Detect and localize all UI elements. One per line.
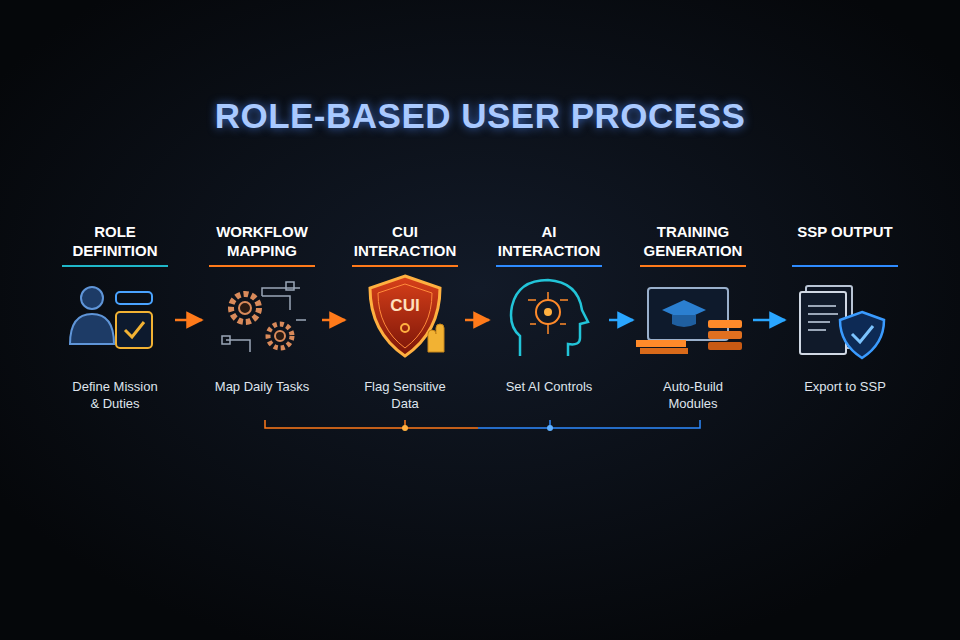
diagram-title: ROLE-BASED USER PROCESS — [215, 96, 746, 135]
step-description: Flag Sensitive Data — [350, 378, 460, 412]
ssp-document-icon — [800, 286, 884, 358]
shield-label: CUI — [390, 296, 419, 316]
process-step: CUI INTERACTION Flag Sensitive Data — [347, 222, 463, 412]
process-step: SSP OUTPUT Export to SSP — [787, 222, 903, 395]
flow-arrow — [465, 319, 489, 322]
step-description: Map Daily Tasks — [207, 378, 317, 395]
flow-arrow — [175, 319, 202, 322]
step-description: Define Mission & Duties — [60, 378, 170, 412]
step-heading: ROLE DEFINITION — [60, 222, 170, 262]
process-step: AI INTERACTION Set AI Controls — [491, 222, 607, 395]
step-heading: WORKFLOW MAPPING — [207, 222, 317, 262]
workflow-icon — [222, 282, 306, 352]
bracket-line — [265, 420, 700, 431]
glow-line — [140, 89, 820, 91]
title-underline — [150, 149, 810, 152]
role-icon — [70, 287, 152, 348]
flow-arrow — [753, 319, 785, 322]
step-heading: TRAINING GENERATION — [638, 222, 748, 262]
flow-arrow — [322, 319, 345, 322]
step-description: Set AI Controls — [494, 378, 604, 395]
step-description: Export to SSP — [790, 378, 900, 395]
ai-head-icon — [511, 280, 588, 356]
heading-underlines — [62, 266, 898, 267]
process-step: ROLE DEFINITION Define Mission & Duties — [57, 222, 173, 412]
flow-arrow — [609, 319, 633, 322]
step-heading: AI INTERACTION — [494, 222, 604, 262]
cui-shield-icon — [370, 276, 444, 356]
training-icon — [636, 288, 742, 354]
process-step: TRAINING GENERATION Auto-Build Modules — [635, 222, 751, 412]
step-heading: CUI INTERACTION — [350, 222, 460, 262]
step-description: Auto-Build Modules — [638, 378, 748, 412]
process-step: WORKFLOW MAPPING Map Daily Tasks — [204, 222, 320, 395]
step-heading: SSP OUTPUT — [790, 222, 900, 262]
